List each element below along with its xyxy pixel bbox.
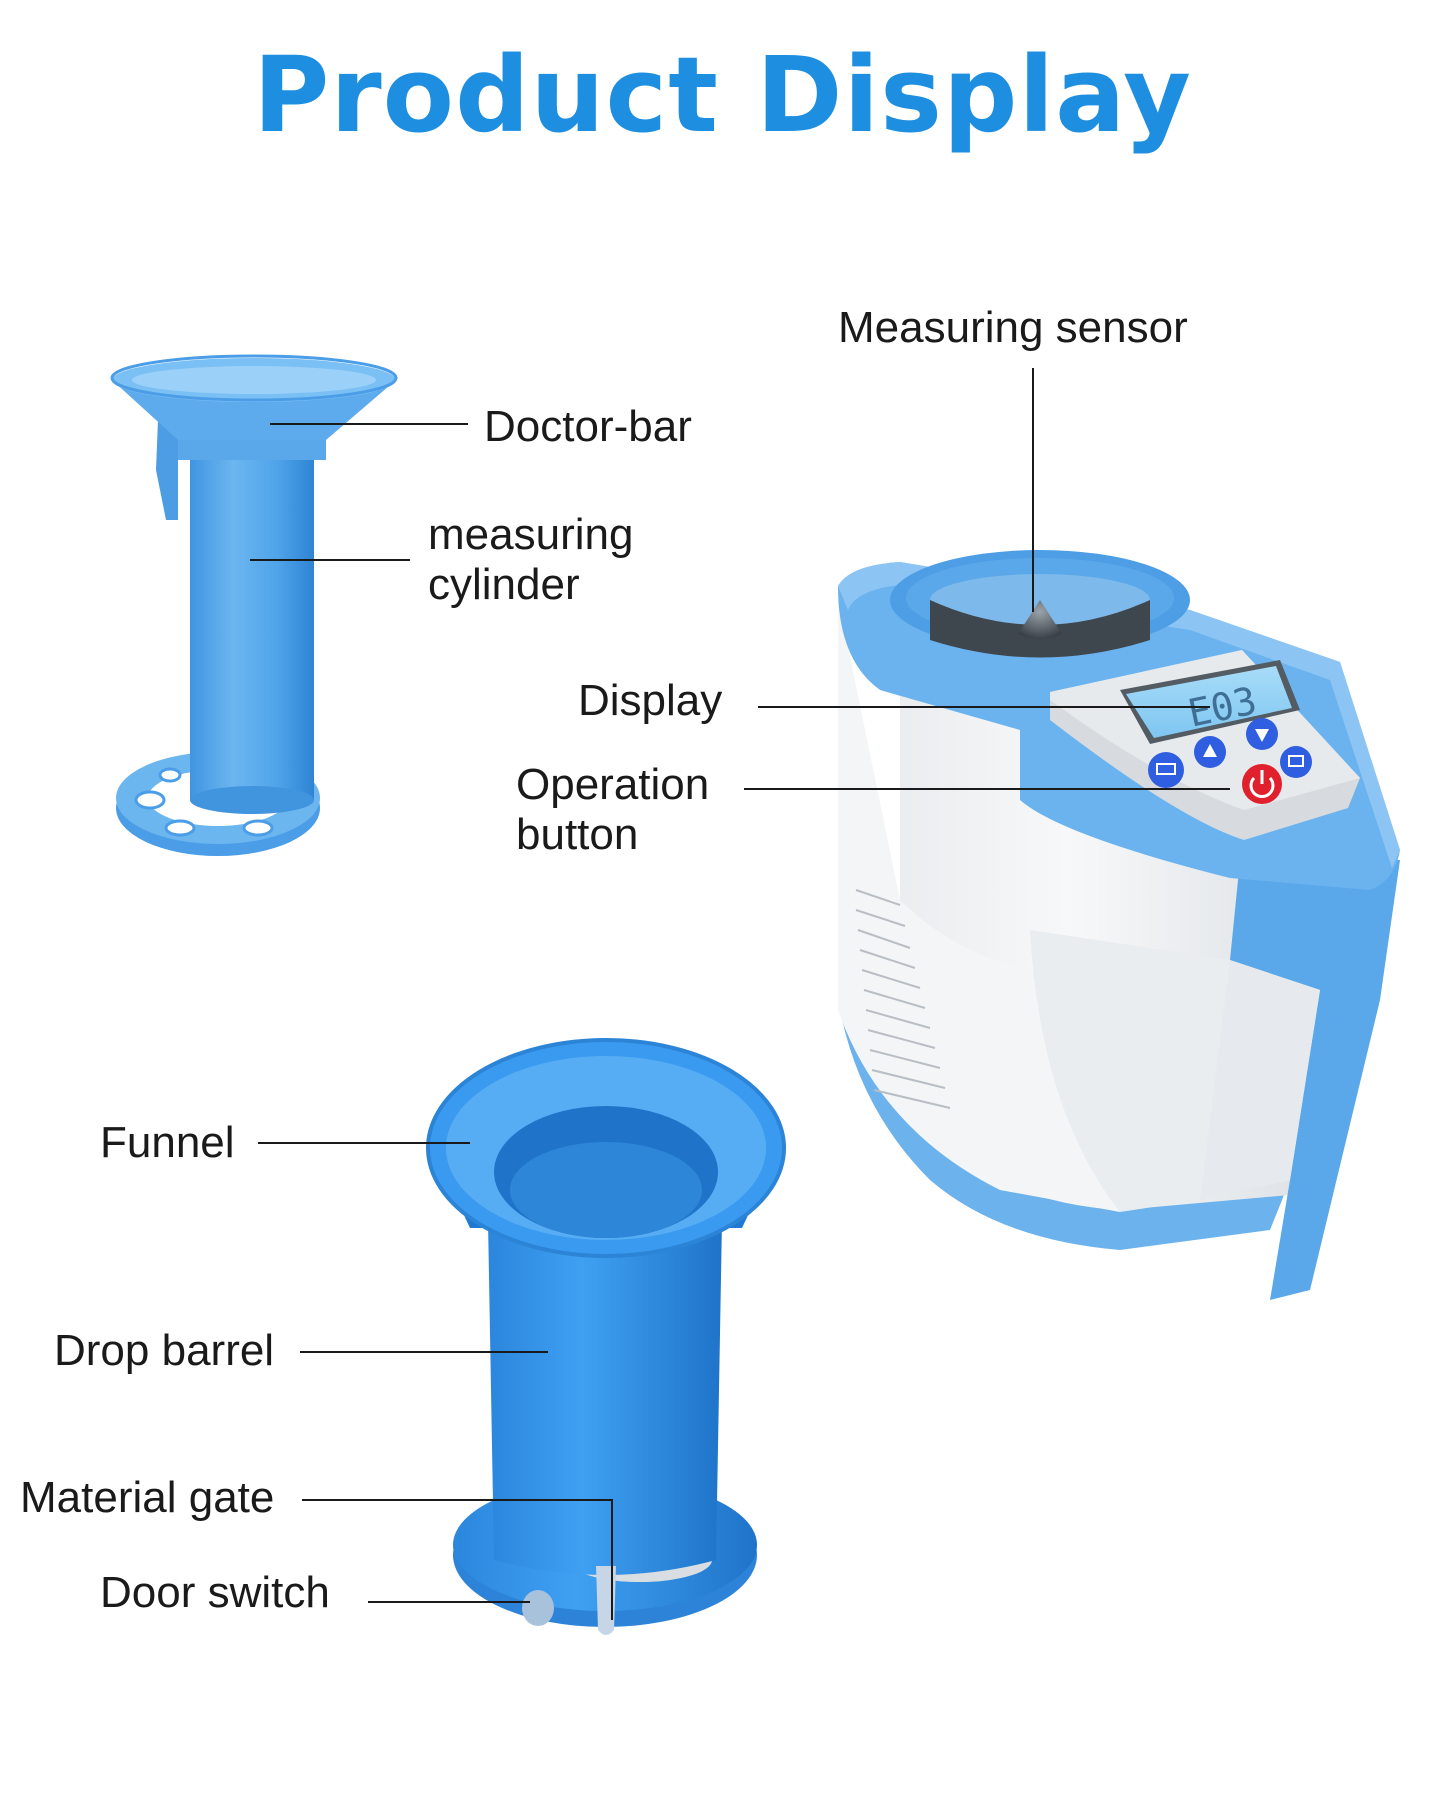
moisture-meter-device: E03 — [838, 550, 1400, 1300]
label-funnel: Funnel — [100, 1118, 235, 1167]
label-material-gate: Material gate — [20, 1473, 275, 1522]
store-button[interactable] — [1280, 746, 1312, 778]
label-operation-button-line1: Operation — [516, 760, 710, 809]
label-door-switch: Door switch — [100, 1568, 330, 1617]
label-display: Display — [578, 676, 723, 725]
page-title: Product Display — [253, 34, 1192, 156]
label-measuring-cylinder: measuring cylinder — [428, 510, 633, 610]
label-drop-barrel: Drop barrel — [54, 1326, 275, 1375]
mode-button[interactable] — [1148, 752, 1184, 788]
drop-barrel-part — [426, 1038, 786, 1635]
measuring-cylinder-part — [110, 354, 398, 856]
label-measuring-cylinder-line1: measuring — [428, 510, 634, 559]
power-icon — [1249, 776, 1275, 798]
label-doctor-bar: Doctor-bar — [484, 402, 692, 451]
label-measuring-cylinder-line2: cylinder — [428, 560, 580, 609]
down-arrow-icon — [1255, 729, 1269, 742]
leader-lines — [250, 368, 1230, 1620]
leader-material-gate — [302, 1499, 613, 1620]
spec-label-sticker — [855, 889, 951, 1109]
store-icon — [1288, 755, 1304, 767]
label-operation-button-line2: button — [516, 810, 639, 859]
up-arrow-icon — [1203, 744, 1217, 757]
label-operation-button: Operation button — [516, 760, 709, 860]
mode-icon — [1156, 763, 1176, 775]
label-measuring-sensor: Measuring sensor — [838, 303, 1188, 352]
